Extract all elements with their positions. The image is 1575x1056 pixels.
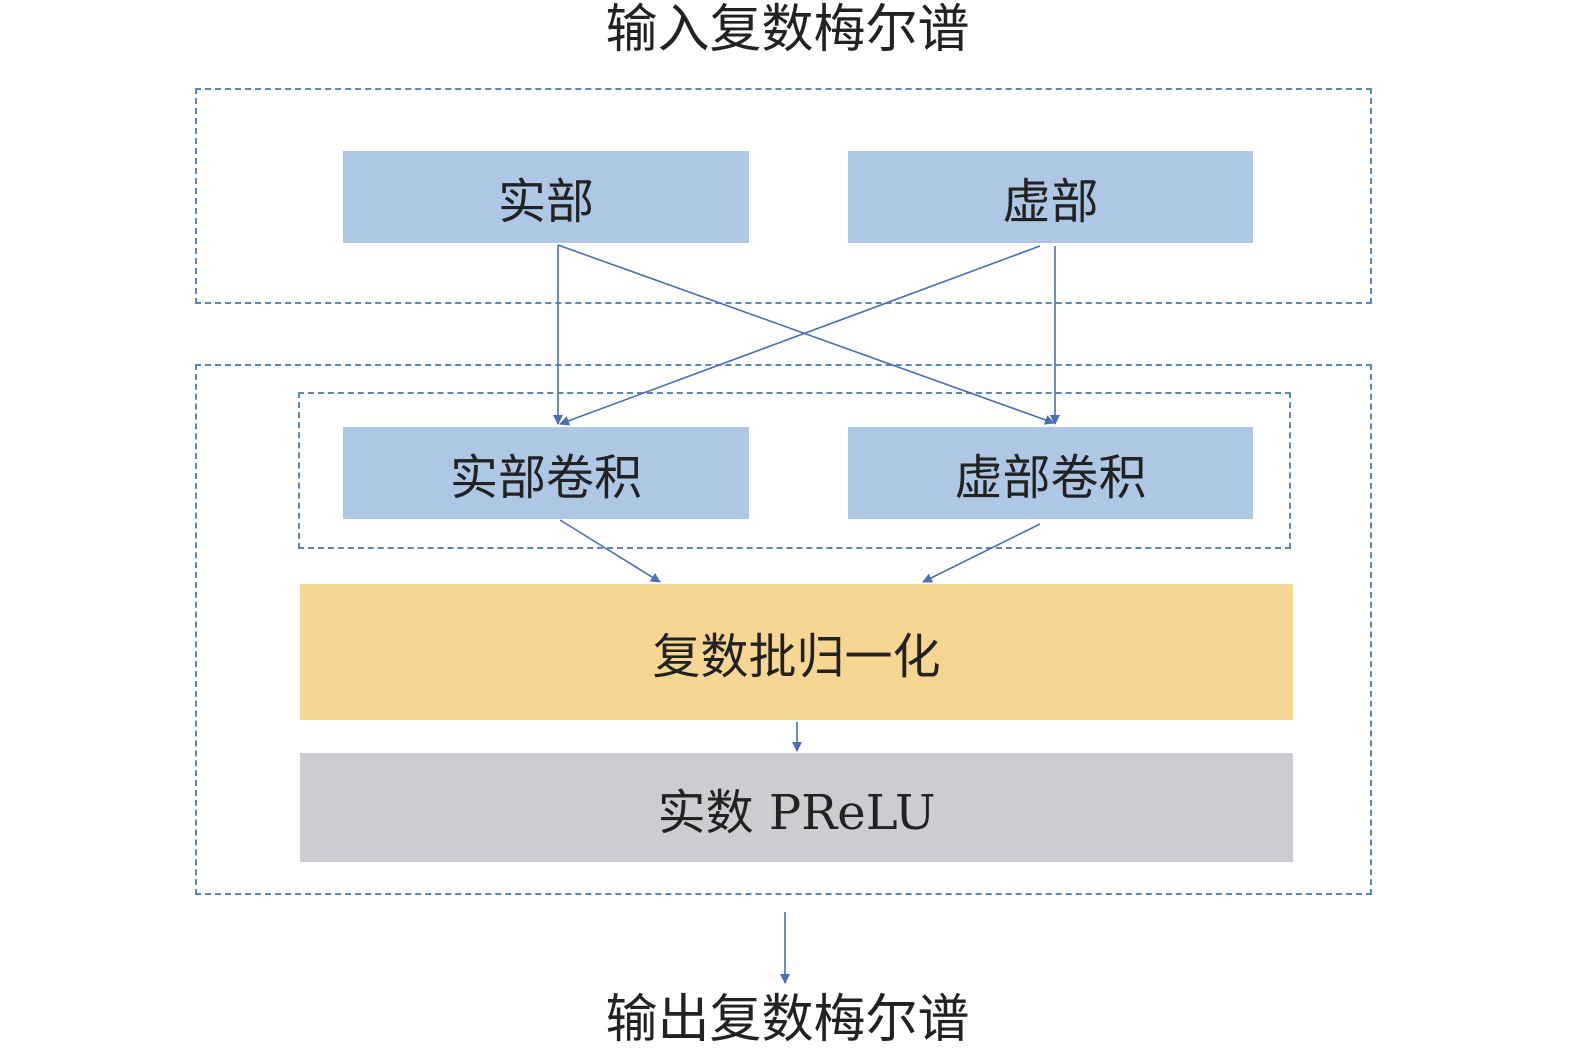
real-conv-label: 实部卷积 — [449, 450, 642, 506]
imag-conv-label: 虚部卷积 — [954, 450, 1147, 506]
input-title: 输入复数梅尔谱 — [605, 0, 970, 60]
prelu-label: 实数 PReLU — [657, 784, 936, 841]
real-part-label: 实部 — [497, 174, 594, 230]
processing-frame — [195, 364, 1372, 895]
arrow-real-conv-to-bn — [559, 519, 661, 583]
imag-part-label: 虚部 — [1002, 174, 1099, 230]
complex-batchnorm-label: 复数批归一化 — [652, 629, 941, 685]
complex-batchnorm-box: 复数批归一化 — [300, 584, 1293, 720]
arrow-imag-to-real-conv — [559, 245, 1041, 426]
imag-conv-box: 虚部卷积 — [848, 427, 1253, 519]
input-frame — [195, 88, 1372, 304]
arrow-real-to-imag-conv — [557, 244, 1055, 425]
conv-frame — [298, 392, 1291, 549]
prelu-box: 实数 PReLU — [300, 753, 1293, 862]
arrow-imag-conv-to-bn — [922, 523, 1041, 583]
real-conv-box: 实部卷积 — [343, 427, 749, 519]
imag-part-box: 虚部 — [848, 151, 1253, 243]
real-part-box: 实部 — [343, 151, 749, 243]
output-title: 输出复数梅尔谱 — [605, 990, 970, 1050]
